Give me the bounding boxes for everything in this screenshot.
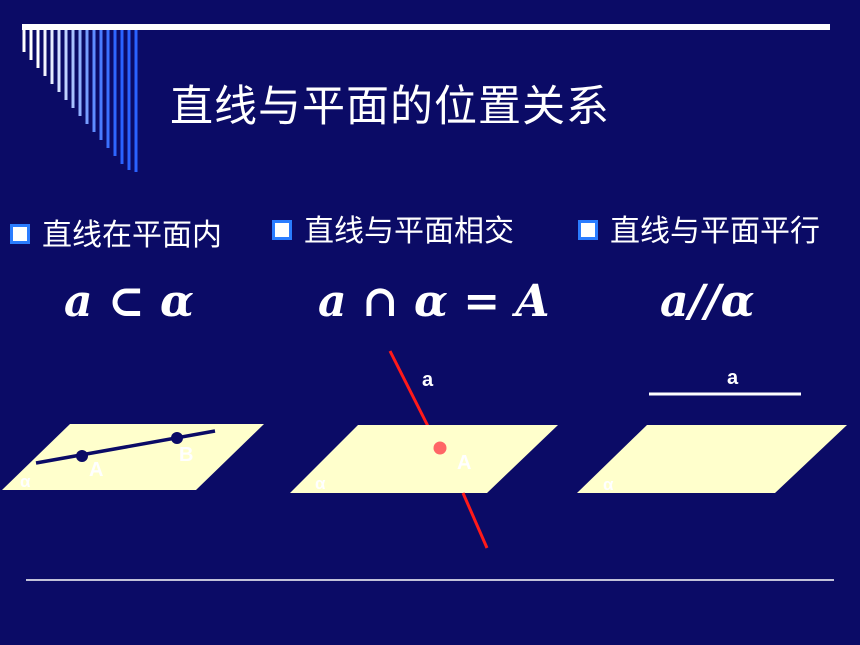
top-rule: [22, 24, 830, 30]
line-a-below: [461, 492, 489, 549]
plane-label-3: α: [603, 475, 614, 494]
point-label-a-2: A: [457, 452, 472, 474]
bullet-line-in-plane: 直线在平面内: [10, 210, 222, 254]
line-a-in-plane: [35, 429, 216, 465]
square-bullet-icon: [10, 223, 30, 244]
bullet-line-intersects-plane: 直线与平面相交: [272, 206, 514, 250]
diagram-line-in-plane: [2, 424, 264, 490]
plane-label-2: α: [315, 474, 326, 493]
point-label-a-1: A: [89, 459, 104, 481]
bullet-label: 直线在平面内: [42, 218, 222, 253]
bullet-label: 直线与平面平行: [610, 214, 820, 249]
diagram-intersecting: [290, 350, 558, 549]
formula-line-in-plane: a ⊂ α: [64, 276, 194, 327]
point-label-b-1: B: [179, 444, 194, 466]
plane-1: [2, 424, 264, 490]
plane-label-1: α: [20, 472, 31, 491]
formula-line-intersects-plane: a ∩ α = A: [318, 276, 550, 327]
bullet-line-parallel-plane: 直线与平面平行: [578, 206, 820, 250]
line-label-a-3: a: [727, 367, 739, 389]
slide-title: 直线与平面的位置关系: [170, 82, 610, 132]
square-bullet-icon: [578, 219, 598, 240]
point-b-1: [171, 432, 183, 444]
bullet-label: 直线与平面相交: [304, 214, 514, 249]
line-label-a-2: a: [422, 369, 434, 391]
point-a-1: [76, 450, 88, 462]
corner-stripes: [22, 30, 138, 172]
plane-3: [577, 425, 847, 493]
square-bullet-icon: [272, 219, 292, 240]
formula-line-parallel-plane: a//α: [660, 276, 755, 327]
plane-2: [290, 425, 558, 493]
point-a-2: [433, 441, 447, 455]
diagram-parallel: [577, 392, 847, 493]
